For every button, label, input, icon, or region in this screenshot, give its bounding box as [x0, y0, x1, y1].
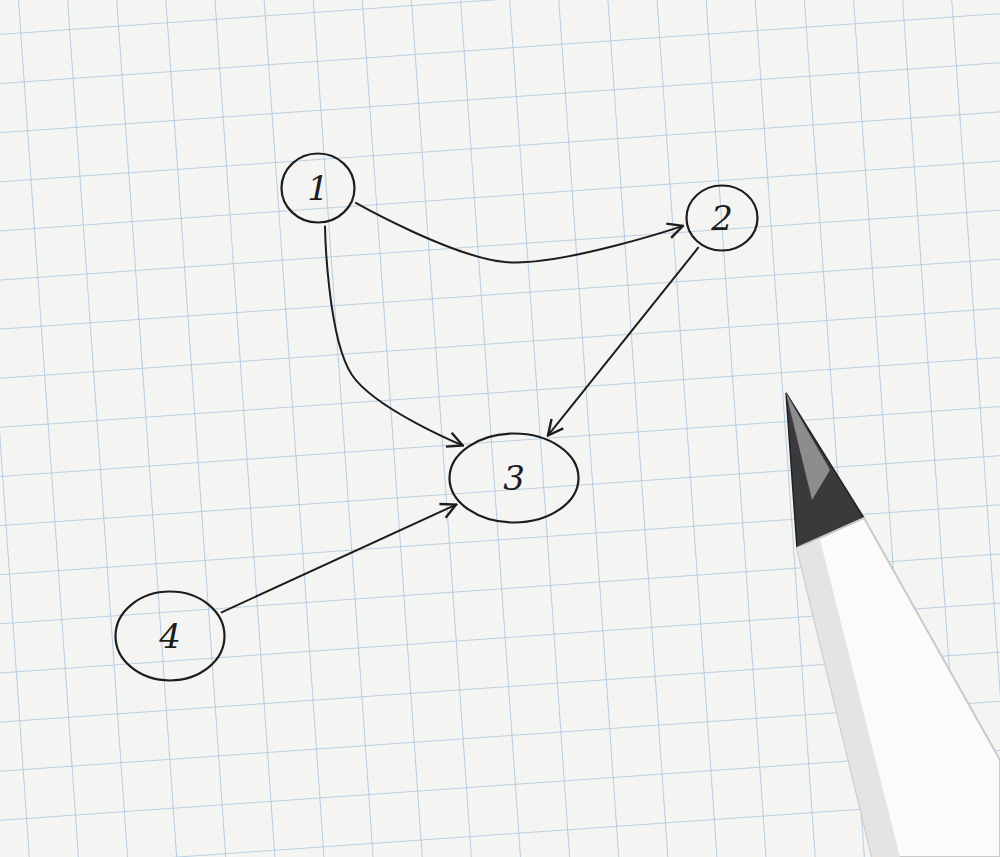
arrow-connector	[356, 203, 683, 262]
node-circle: 1	[280, 152, 356, 224]
arrow-connector	[325, 226, 463, 445]
node-circle: 2	[685, 184, 759, 252]
node-circle: 3	[448, 432, 580, 524]
node-number: 4	[159, 619, 181, 653]
node-number: 1	[307, 171, 329, 205]
node-number: 2	[711, 201, 733, 235]
node-number: 3	[503, 461, 525, 495]
arrow-connector	[222, 505, 457, 613]
node-circle: 4	[114, 590, 226, 682]
arrow-connector	[548, 248, 698, 436]
